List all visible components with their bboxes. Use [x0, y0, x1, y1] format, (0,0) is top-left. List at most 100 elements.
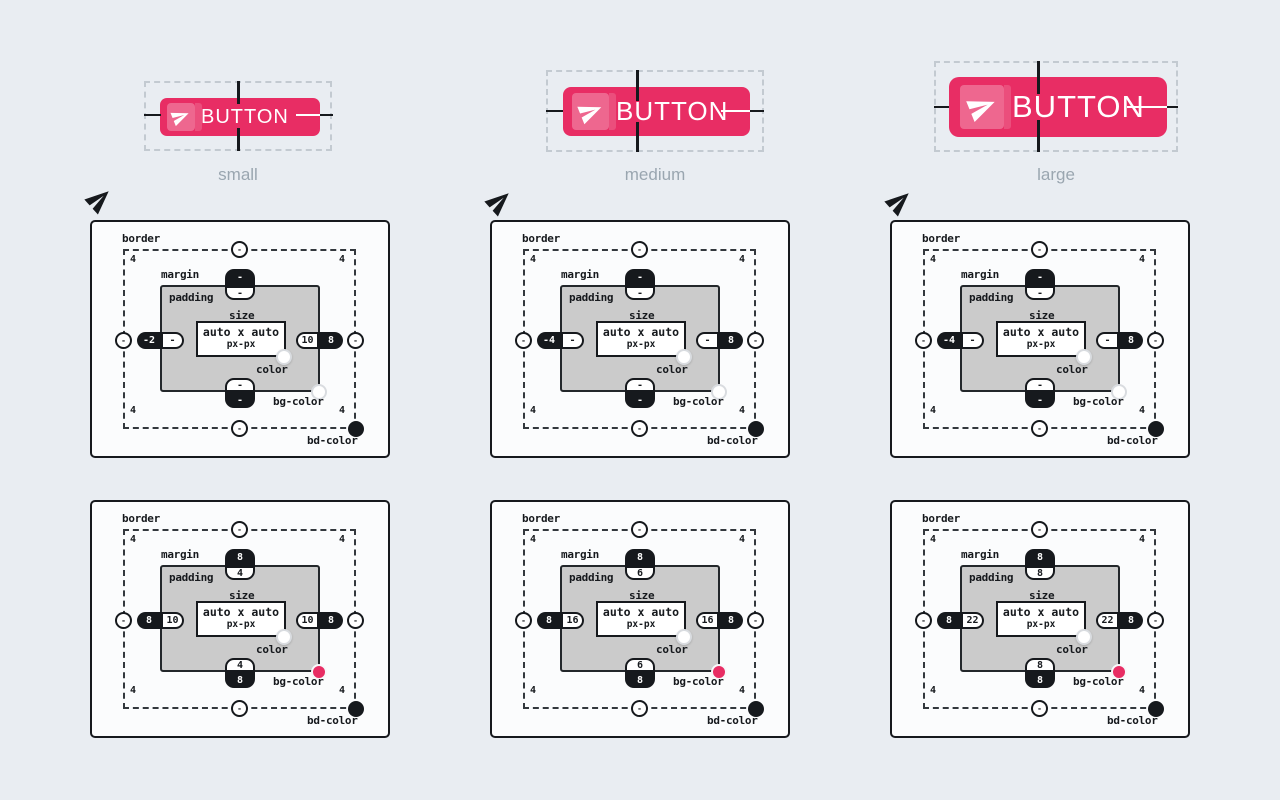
- button-large[interactable]: BUTTON: [949, 77, 1167, 137]
- bottom-spacing-capsule: - -: [625, 378, 655, 408]
- size-unit: px-px: [626, 619, 656, 630]
- border-width-top-left: 4: [530, 254, 537, 265]
- bottom-spacing-capsule: 4 8: [225, 658, 255, 688]
- border-width-bottom-right: 4: [739, 405, 746, 416]
- variant-caption-medium: medium: [624, 165, 686, 184]
- margin-left-value: -4: [537, 332, 561, 349]
- radius-handle-bottom: -: [631, 420, 648, 437]
- padding-label: padding: [969, 571, 1014, 584]
- top-spacing-capsule: - -: [1025, 269, 1055, 300]
- radius-handle-top: -: [231, 521, 248, 538]
- paper-plane-icon: [572, 93, 616, 130]
- radius-handle-bottom: -: [1031, 420, 1048, 437]
- size-box: auto x auto px-px: [596, 321, 686, 357]
- paper-plane-icon: [960, 85, 1011, 129]
- padding-left-value: -: [161, 332, 184, 349]
- size-value: auto x auto: [1002, 605, 1080, 619]
- radius-handle-left: -: [915, 612, 932, 629]
- bd-color-label: bd-color: [1107, 714, 1158, 727]
- size-label: size: [229, 589, 255, 602]
- border-width-top-right: 4: [339, 254, 346, 265]
- size-unit: px-px: [626, 339, 656, 350]
- margin-bottom-value: -: [1025, 392, 1055, 408]
- button-medium[interactable]: BUTTON: [563, 87, 750, 136]
- border-label: border: [922, 512, 960, 525]
- padding-left-value: 10: [161, 612, 184, 629]
- right-spacing-capsule: 22 8: [1096, 612, 1143, 629]
- color-dot: [276, 629, 292, 645]
- radius-handle-left: -: [115, 332, 132, 349]
- border-width-bottom-right: 4: [339, 685, 346, 696]
- size-box: auto x auto px-px: [196, 321, 286, 357]
- card-slot-large-row2: border 4 4 4 4 - - - - margin padding si…: [890, 500, 1190, 738]
- padding-label: padding: [169, 291, 214, 304]
- crosshair-line: [636, 122, 639, 152]
- left-spacing-capsule: -4 -: [937, 332, 984, 349]
- border-width-bottom-right: 4: [739, 685, 746, 696]
- box-model-card: border 4 4 4 4 - - - - margin padding si…: [890, 500, 1190, 738]
- margin-right-value: 8: [319, 612, 343, 629]
- right-spacing-capsule: 10 8: [296, 612, 343, 629]
- border-label: border: [922, 232, 960, 245]
- right-spacing-capsule: 16 8: [696, 612, 743, 629]
- border-width-top-right: 4: [1139, 254, 1146, 265]
- size-value: auto x auto: [1002, 325, 1080, 339]
- color-dot: [676, 629, 692, 645]
- border-width-bottom-left: 4: [930, 405, 937, 416]
- variant-caption-small: small: [218, 165, 258, 184]
- crosshair-line: [320, 114, 333, 116]
- crosshair-line: [296, 114, 320, 116]
- variant-caption-large: large: [1037, 165, 1075, 184]
- bg-color-label: bg-color: [673, 675, 724, 688]
- border-width-bottom-left: 4: [530, 405, 537, 416]
- padding-right-value: -: [696, 332, 719, 349]
- padding-right-value: 10: [296, 612, 319, 629]
- margin-label: margin: [561, 268, 599, 281]
- top-spacing-capsule: 8 4: [225, 549, 255, 580]
- margin-bottom-value: -: [225, 392, 255, 408]
- right-spacing-capsule: - 8: [696, 332, 743, 349]
- margin-top-value: -: [1025, 269, 1055, 286]
- margin-bottom-value: 8: [1025, 672, 1055, 688]
- color-dot: [1076, 629, 1092, 645]
- padding-top-value: -: [1025, 286, 1055, 300]
- crosshair-line: [1037, 120, 1040, 152]
- border-width-bottom-right: 4: [1139, 685, 1146, 696]
- bd-color-dot: [348, 421, 364, 437]
- bd-color-dot: [348, 701, 364, 717]
- radius-handle-left: -: [115, 612, 132, 629]
- margin-top-value: -: [625, 269, 655, 286]
- margin-left-value: 8: [137, 612, 161, 629]
- box-model-card: border 4 4 4 4 - - - - margin padding si…: [90, 500, 390, 738]
- padding-top-value: 6: [625, 566, 655, 580]
- paper-plane-icon: [167, 103, 202, 131]
- margin-left-value: -2: [137, 332, 161, 349]
- padding-top-value: 4: [225, 566, 255, 580]
- border-width-top-left: 4: [130, 254, 137, 265]
- border-width-bottom-right: 4: [339, 405, 346, 416]
- radius-handle-right: -: [1147, 612, 1164, 629]
- bg-color-label: bg-color: [1073, 395, 1124, 408]
- paper-plane-cursor-icon: [484, 188, 513, 217]
- border-width-bottom-left: 4: [130, 685, 137, 696]
- margin-left-value: -4: [937, 332, 961, 349]
- radius-handle-top: -: [631, 521, 648, 538]
- size-label: size: [1029, 589, 1055, 602]
- bd-color-label: bd-color: [1107, 434, 1158, 447]
- padding-bottom-value: -: [225, 378, 255, 392]
- border-width-top-left: 4: [930, 534, 937, 545]
- right-spacing-capsule: 10 8: [296, 332, 343, 349]
- margin-top-value: -: [225, 269, 255, 286]
- margin-label: margin: [961, 268, 999, 281]
- left-spacing-capsule: 8 10: [137, 612, 184, 629]
- bd-color-dot: [1148, 701, 1164, 717]
- button-small[interactable]: BUTTON: [160, 98, 320, 136]
- size-box: auto x auto px-px: [596, 601, 686, 637]
- size-value: auto x auto: [202, 325, 280, 339]
- padding-top-value: -: [225, 286, 255, 300]
- size-box: auto x auto px-px: [196, 601, 286, 637]
- box-model-card: border 4 4 4 4 - - - - margin padding si…: [890, 220, 1190, 458]
- size-box: auto x auto px-px: [996, 321, 1086, 357]
- padding-left-value: -: [561, 332, 584, 349]
- size-unit: px-px: [226, 339, 256, 350]
